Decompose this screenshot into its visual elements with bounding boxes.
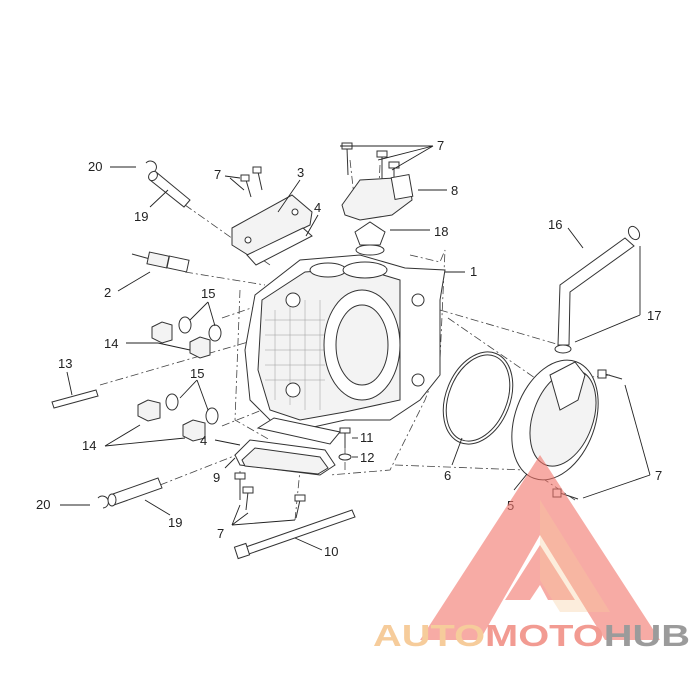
callout-15-bottom: 15 <box>190 366 204 381</box>
callout-12: 12 <box>360 450 374 465</box>
callout-19-top: 19 <box>134 209 148 224</box>
lower-cover <box>234 417 341 476</box>
callout-1: 1 <box>470 264 477 279</box>
gasket-top <box>246 227 313 266</box>
plugs-lower <box>137 399 206 442</box>
side-cover <box>511 359 599 481</box>
thermostat <box>354 221 386 256</box>
hose-clamps <box>554 225 641 354</box>
callout-4-bottom: 4 <box>200 433 207 448</box>
watermark-auto: AUTO <box>373 618 485 653</box>
callout-7-cover: 7 <box>214 167 221 182</box>
callout-3: 3 <box>297 165 304 180</box>
callout-14-top: 14 <box>104 336 118 351</box>
plugs-upper <box>151 321 211 359</box>
callout-19-bottom: 19 <box>168 515 182 530</box>
callout-18: 18 <box>434 224 448 239</box>
spark-plug <box>131 251 190 273</box>
callout-9: 9 <box>213 470 220 485</box>
callout-17: 17 <box>647 308 661 323</box>
pin-top <box>148 170 191 208</box>
valve-cover <box>231 194 313 256</box>
washers-lower <box>165 393 219 425</box>
callout-20-top: 20 <box>88 159 102 174</box>
hose <box>557 237 635 346</box>
watermark-moto: MOTO <box>485 618 604 653</box>
callout-20-bottom: 20 <box>36 497 50 512</box>
o-ring <box>442 351 514 445</box>
callout-11: 11 <box>360 430 374 445</box>
callout-8: 8 <box>451 183 458 198</box>
pin-bottom <box>107 477 163 507</box>
circlip-bottom <box>97 495 109 509</box>
watermark-hub: HUB <box>604 618 690 653</box>
callout-14-bottom: 14 <box>82 438 96 453</box>
callout-6: 6 <box>444 468 451 483</box>
bolt-washer <box>338 427 352 461</box>
callout-15-top: 15 <box>201 286 215 301</box>
callout-7-side: 7 <box>655 468 662 483</box>
screws-lower <box>234 472 306 519</box>
thermostat-housing <box>341 174 414 221</box>
callout-16: 16 <box>548 217 562 232</box>
callout-7-lower: 7 <box>217 526 224 541</box>
callout-2: 2 <box>104 285 111 300</box>
callout-10: 10 <box>324 544 338 559</box>
long-bolt <box>233 509 356 560</box>
screws-cover <box>240 166 263 198</box>
callout-7-thermostat: 7 <box>437 138 444 153</box>
watermark-triangle-logo <box>420 455 660 640</box>
leader-lines <box>60 145 651 551</box>
callout-4-top: 4 <box>314 200 321 215</box>
cylinder-head <box>244 254 446 431</box>
callout-13: 13 <box>58 356 72 371</box>
stud <box>51 389 99 409</box>
